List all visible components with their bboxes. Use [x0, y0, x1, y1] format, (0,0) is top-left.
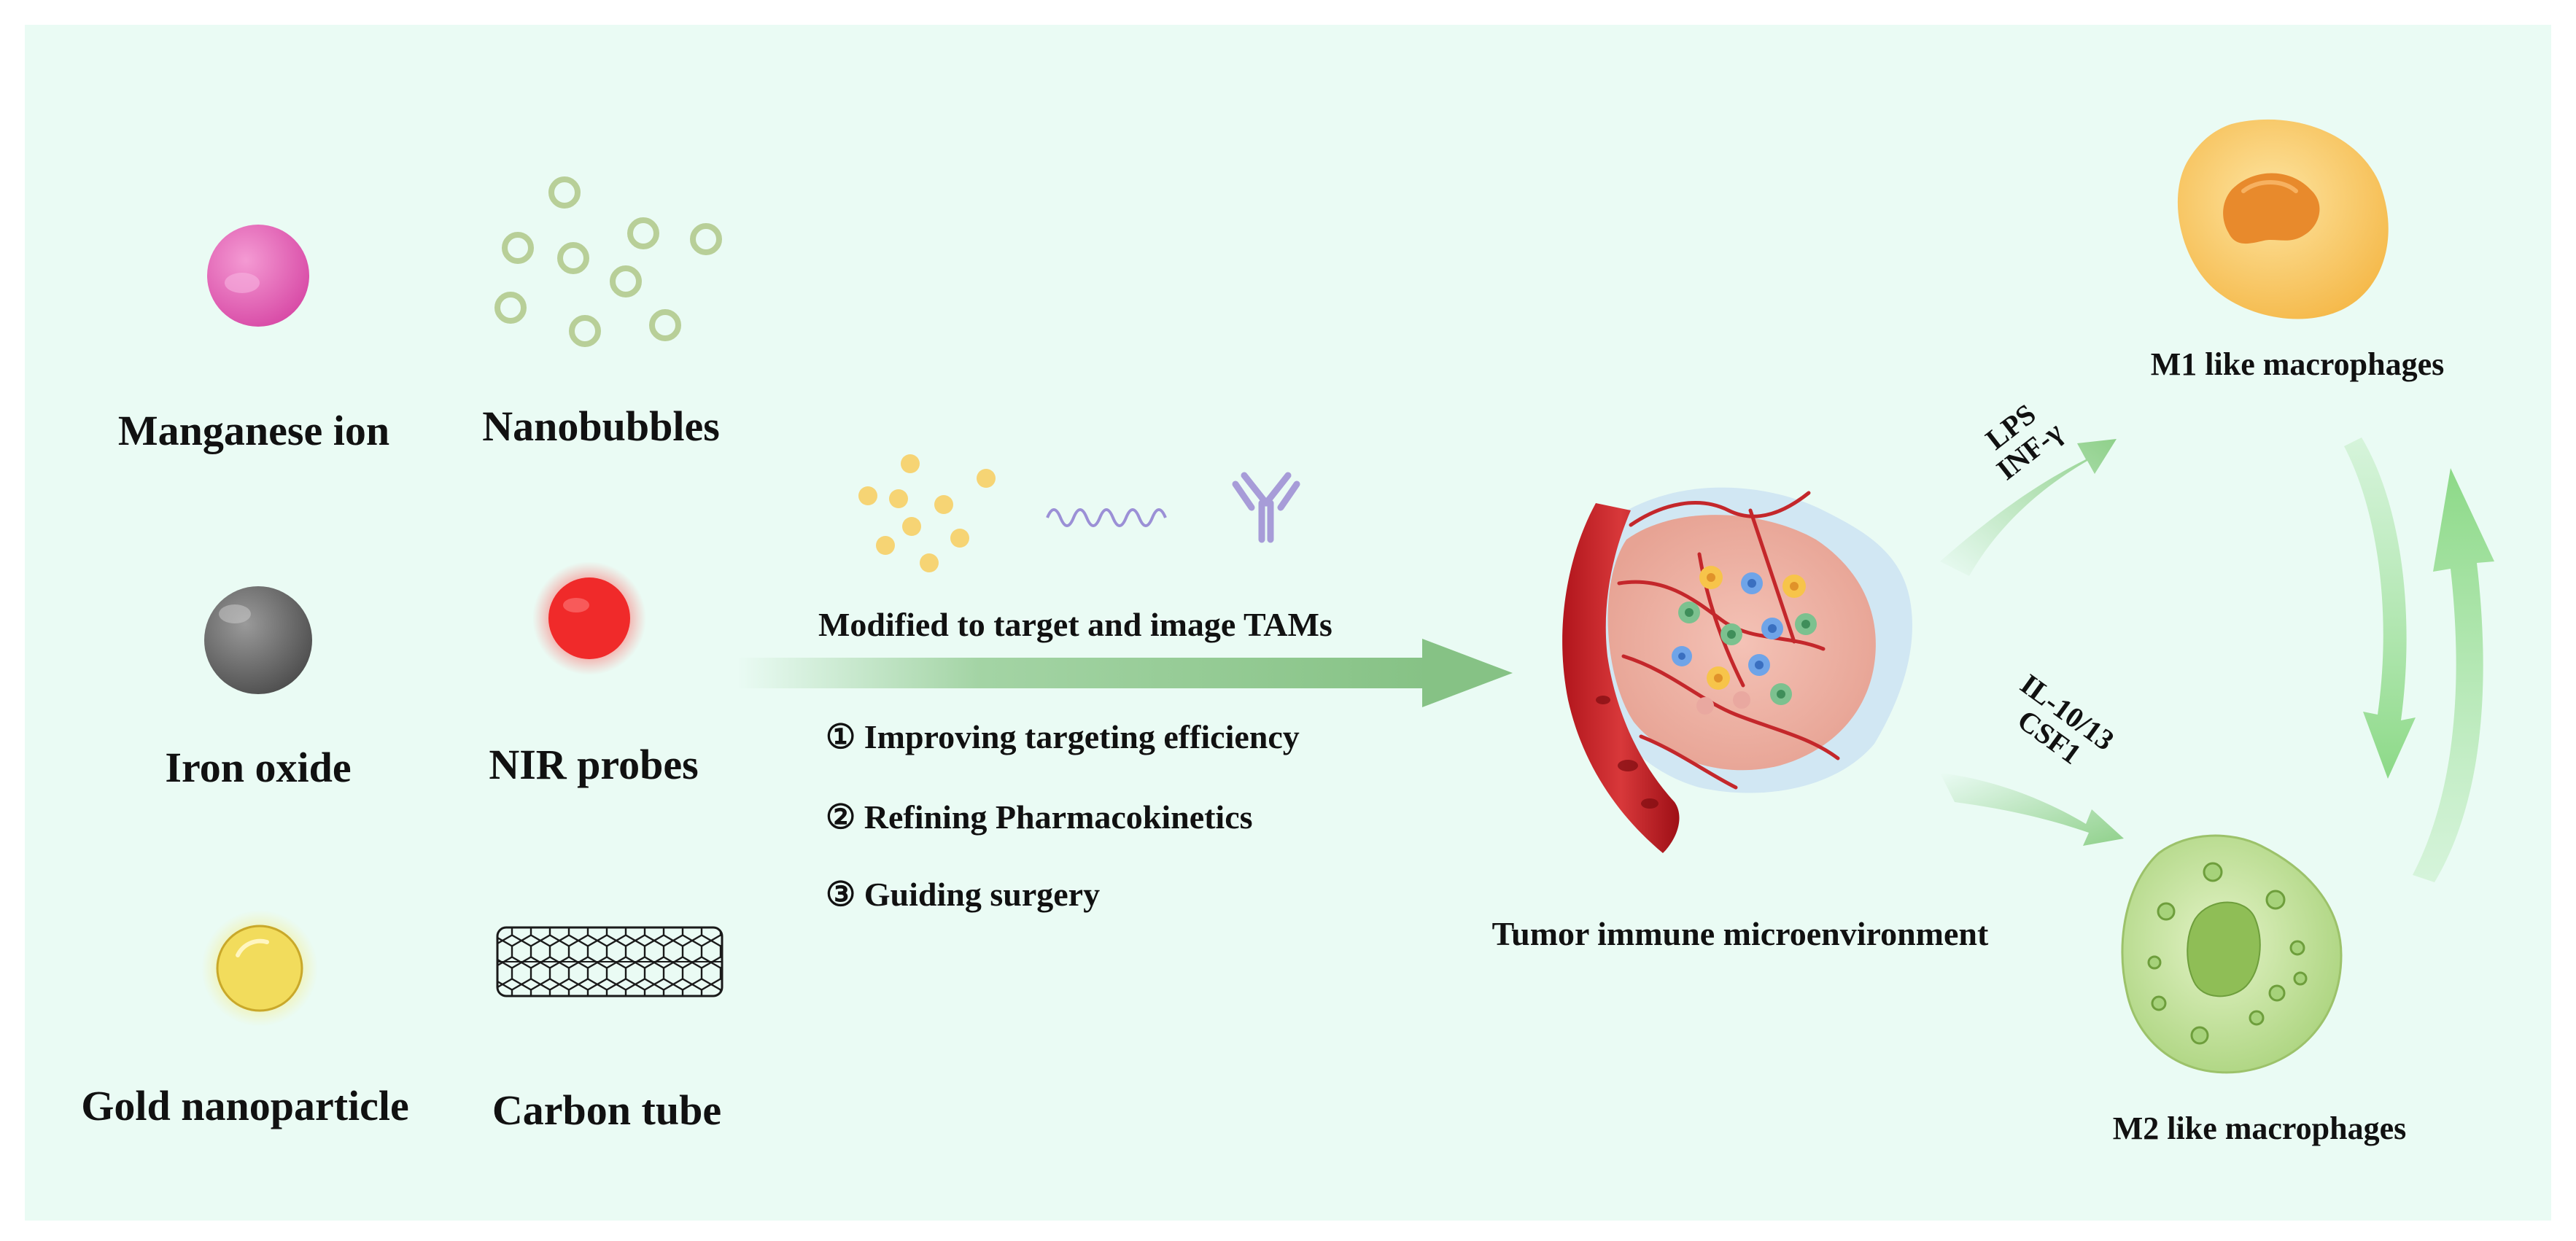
step-1-label: ① Improving targeting efficiency — [826, 718, 1300, 755]
carbon-tube-label: Carbon tube — [492, 1086, 722, 1134]
m1-polarization-arrow-icon — [1940, 439, 2117, 576]
iron-oxide-icon — [204, 586, 312, 694]
step-2-label: ② Refining Pharmacokinetics — [826, 798, 1253, 836]
repolarization-down-arrow-icon — [2344, 437, 2416, 779]
nir-probes-label: NIR probes — [489, 741, 699, 788]
m2-macrophage-icon — [2121, 834, 2343, 1074]
nir-probe-icon — [532, 561, 646, 675]
gold-nanoparticle-icon — [201, 910, 318, 1027]
carbon-tube-icon — [496, 926, 723, 997]
ligand-dots-icon — [858, 454, 996, 572]
wave-icon — [1046, 508, 1167, 527]
background-panel — [25, 25, 2551, 1221]
m1-macrophage-icon — [2177, 119, 2389, 319]
targeting-arrow-icon — [737, 639, 1513, 707]
tumor-label: Tumor immune microenvironment — [1491, 915, 1989, 952]
iron-oxide-label: Iron oxide — [165, 744, 352, 791]
gold-nanoparticle-label: Gold nanoparticle — [81, 1082, 409, 1129]
manganese-ion-icon — [207, 225, 309, 327]
manganese-ion-label: Manganese ion — [117, 407, 390, 454]
antibody-icon — [1232, 472, 1300, 543]
modified-label: Modified to target and image TAMs — [818, 606, 1332, 643]
nanobubbles-icon — [494, 176, 722, 347]
m2-label: M2 like macrophages — [2112, 1110, 2407, 1146]
nanobubbles-label: Nanobubbles — [482, 402, 720, 450]
m1-label: M1 like macrophages — [2150, 346, 2445, 382]
m2-polarization-arrow-icon — [1940, 773, 2124, 846]
step-3-label: ③ Guiding surgery — [826, 876, 1101, 913]
tumor-microenvironment-icon — [1562, 487, 1912, 853]
repolarization-up-arrow-icon — [2413, 468, 2494, 882]
